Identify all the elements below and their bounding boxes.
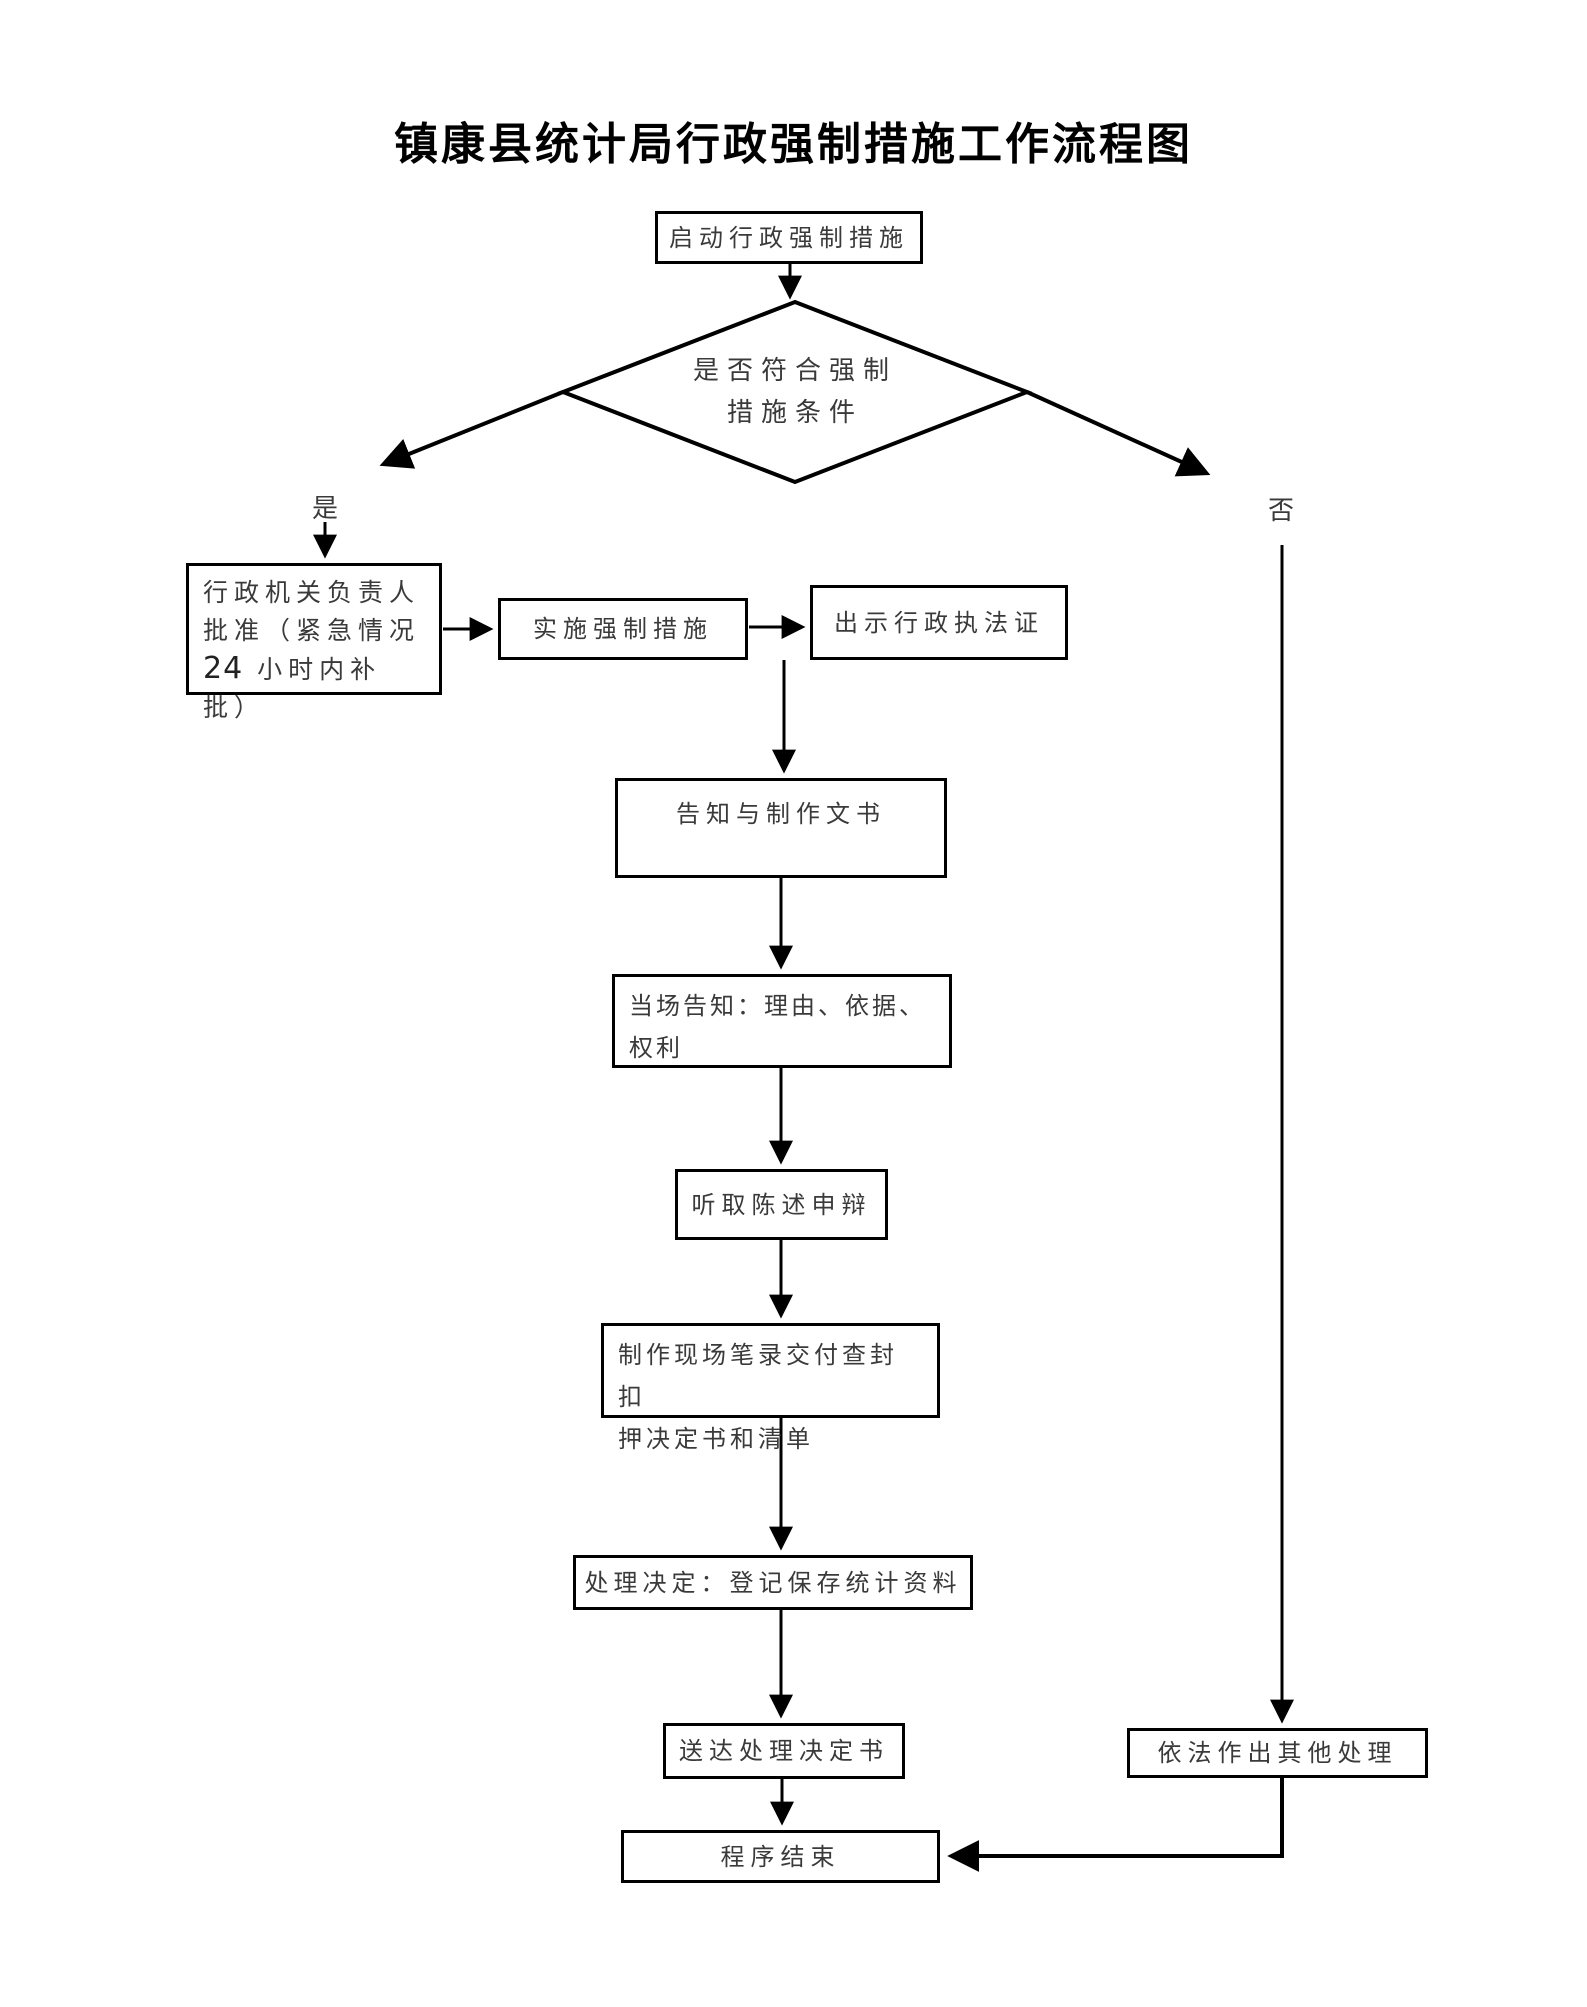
node-show-credentials-label: 出示行政执法证 [834,608,1044,637]
edge-label-no: 否 [1268,496,1295,526]
arrow-decision-no-diagonal [1026,390,1211,477]
node-start: 启动行政强制措施 [655,211,923,264]
approve-line-2: 批准（紧急情况 [203,616,421,645]
record-line-2: 押决定书和清单 [618,1425,814,1453]
node-listen: 听取陈述申辩 [675,1169,888,1240]
approve-line-1: 行政机关负责人 [203,578,421,607]
node-end: 程序结束 [621,1830,940,1883]
node-other-handling-label: 依法作出其他处理 [1157,1739,1398,1767]
approve-line-3: 24 小时内补批） [203,650,425,727]
node-implement-label: 实施强制措施 [533,615,713,643]
arrow-other-to-end [947,1778,1284,1872]
approve-line-3-text: 小时内补批） [203,655,382,722]
node-decision-save: 处理决定：登记保存统计资料 [573,1555,973,1610]
node-notify-docs-label: 告知与制作文书 [676,800,886,828]
node-notify-docs: 告知与制作文书 [615,778,947,878]
page-title: 镇康县统计局行政强制措施工作流程图 [394,119,1193,170]
node-end-label: 程序结束 [720,1842,841,1871]
decision-line-1: 是否符合强制 [692,356,897,386]
node-decision-save-label: 处理决定：登记保存统计资料 [584,1568,962,1597]
node-show-credentials: 出示行政执法证 [810,585,1068,660]
node-listen-label: 听取陈述申辩 [691,1190,872,1219]
onsite-notify-line-1: 当场告知：理由、依据、 [629,992,926,1020]
node-start-label: 启动行政强制措施 [669,223,909,252]
record-line-1: 制作现场笔录交付查封扣 [618,1341,898,1411]
arrow-decision-yes-diagonal [379,390,564,469]
decision-diamond-shape [557,299,1033,485]
node-deliver: 送达处理决定书 [663,1723,905,1779]
onsite-notify-line-2: 权利 [629,1034,683,1062]
node-record: 制作现场笔录交付查封扣 押决定书和清单 [601,1323,940,1453]
node-deliver-label: 送达处理决定书 [679,1737,889,1765]
node-approve: 行政机关负责人 批准（紧急情况 24 小时内补批） [186,563,442,722]
node-other-handling: 依法作出其他处理 [1127,1728,1428,1778]
node-implement: 实施强制措施 [498,598,748,660]
node-decision: 是否符合强制 措施条件 [645,350,945,434]
node-onsite-notify: 当场告知：理由、依据、 权利 [612,974,952,1068]
decision-line-2: 措施条件 [726,398,863,428]
approve-hours-number: 24 [203,651,244,686]
edge-label-yes: 是 [312,494,339,524]
